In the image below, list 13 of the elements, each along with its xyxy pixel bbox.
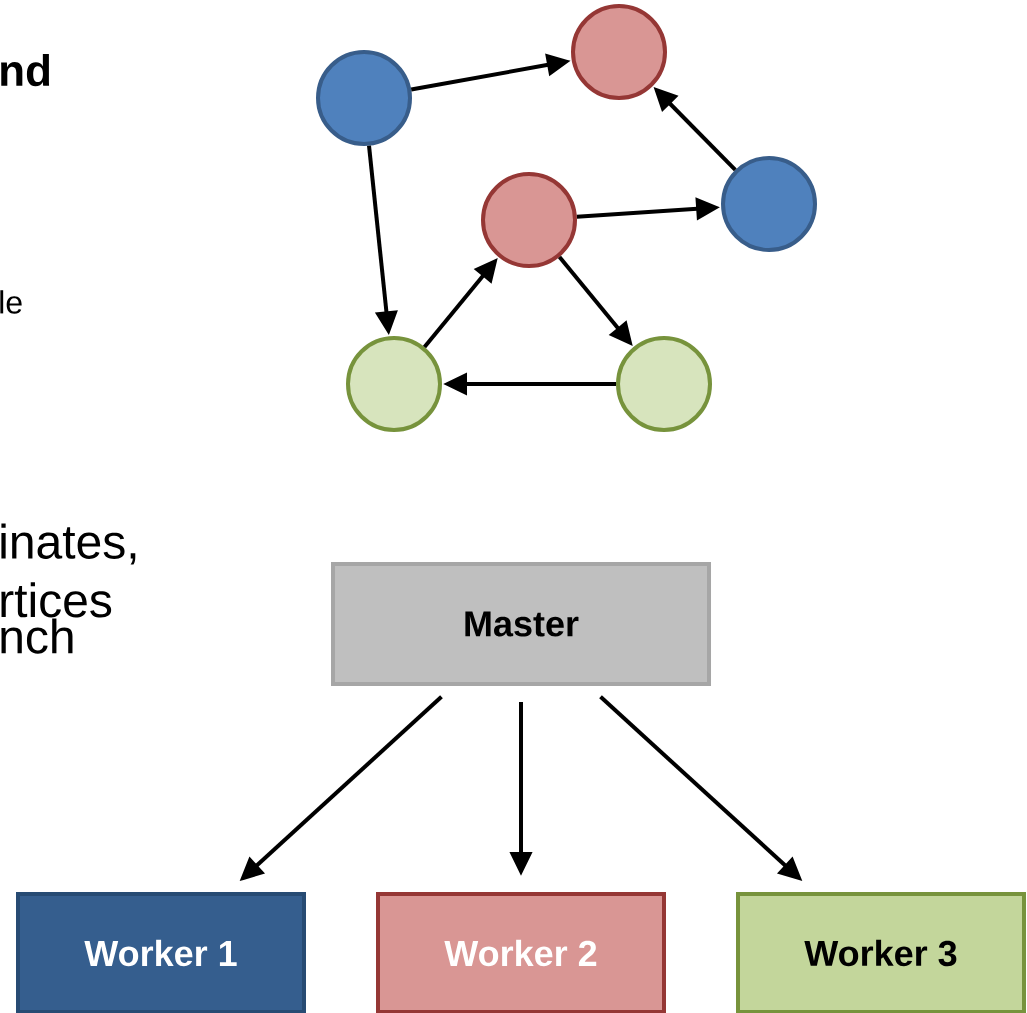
circle-node bbox=[721, 156, 817, 252]
heading-fragment: nd bbox=[1, 53, 50, 87]
worker-box: Worker 3 bbox=[736, 892, 1026, 1013]
circle-node bbox=[616, 336, 712, 432]
worker-box: Worker 2 bbox=[376, 892, 666, 1013]
worker-box: Worker 1 bbox=[16, 892, 306, 1013]
text-fragment: le bbox=[0, 290, 22, 314]
paragraph-fragment: inates, rtices nch bbox=[1, 523, 136, 654]
circle-node bbox=[571, 4, 667, 100]
master-box: Master bbox=[331, 562, 711, 686]
circle-node bbox=[346, 336, 442, 432]
circle-node bbox=[481, 172, 577, 268]
circle-node bbox=[316, 50, 412, 146]
